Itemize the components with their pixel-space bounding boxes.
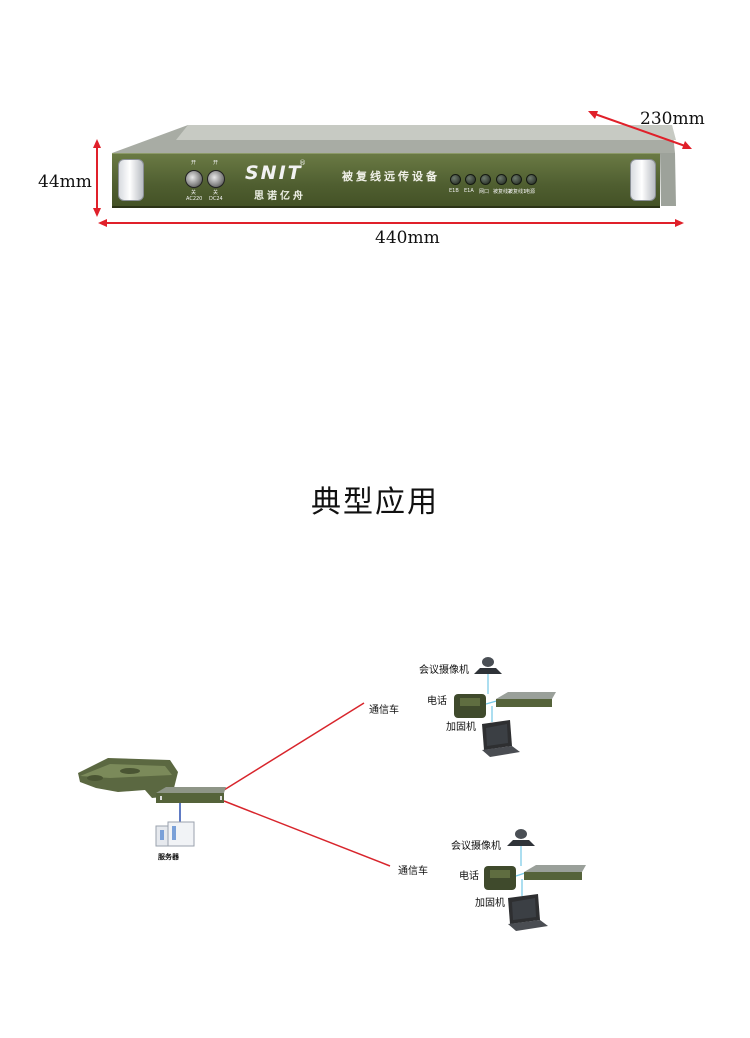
- width-label: 440mm: [375, 228, 440, 248]
- left-handle: [118, 159, 144, 201]
- dc24-switch[interactable]: [207, 170, 225, 188]
- led-line2: [496, 174, 507, 185]
- led-label-network: 网口: [479, 189, 490, 195]
- depth-label: 230mm: [640, 109, 705, 129]
- led-network: [480, 174, 491, 185]
- top-device-icon: [496, 692, 556, 699]
- laptop-icon: [482, 720, 520, 757]
- device-side: [660, 153, 676, 206]
- led-e1b: [450, 174, 461, 185]
- led-e1a: [465, 174, 476, 185]
- right-handle: [630, 159, 656, 201]
- switch2-off-label: 关: [213, 190, 219, 196]
- rack-device-icon: [156, 787, 226, 803]
- brand-cn: 思诺亿舟: [254, 191, 306, 202]
- led-label-line1: 被复线1: [508, 189, 527, 195]
- laptop-label-top: 加固机: [446, 722, 476, 733]
- laptop-icon: [508, 894, 548, 931]
- ac220-label: AC220: [186, 196, 203, 202]
- led-label-power: 电源: [525, 189, 536, 195]
- depth-arrow: [591, 112, 689, 148]
- camera-icon: [482, 657, 494, 667]
- section-title: 典型应用: [311, 485, 439, 520]
- trademark: ®: [299, 159, 306, 167]
- switch2-on-label: 开: [213, 160, 219, 166]
- phone-label-top: 电话: [427, 696, 447, 707]
- server-label: 服务器: [158, 853, 179, 861]
- front-panel: 开 关 AC220 开 关 DC24 SNIT ® 思诺亿舟 被复线远传设备 E…: [112, 153, 660, 208]
- led-line1: [511, 174, 522, 185]
- device-name: 被复线远传设备: [342, 170, 440, 183]
- server-icon: [155, 821, 195, 847]
- camera-icon: [515, 829, 527, 839]
- diagram-graphics: [78, 657, 586, 931]
- bottom-device-icon: [524, 865, 586, 872]
- dc24-label: DC24: [209, 196, 223, 202]
- led-power: [526, 174, 537, 185]
- link-bottom: [223, 800, 391, 867]
- vehicle-label-bottom: 通信车: [398, 866, 428, 877]
- led-label-e1b: E1B: [449, 188, 459, 194]
- ac220-switch[interactable]: [185, 170, 203, 188]
- led-label-e1a: E1A: [464, 188, 474, 194]
- shelter-icon: [78, 758, 178, 798]
- dimension-lines: [93, 111, 692, 227]
- camera-label-bottom: 会议摄像机: [451, 841, 501, 852]
- bottom-cluster: [484, 829, 586, 931]
- vehicle-label-top: 通信车: [369, 705, 399, 716]
- phone-label-bottom: 电话: [459, 871, 479, 882]
- switch1-off-label: 关: [191, 190, 197, 196]
- camera-label-top: 会议摄像机: [419, 665, 469, 676]
- height-label: 44mm: [38, 172, 92, 192]
- brand-logo: SNIT: [245, 162, 303, 184]
- laptop-label-bottom: 加固机: [475, 898, 505, 909]
- switch1-on-label: 开: [191, 160, 197, 166]
- link-top: [223, 702, 365, 791]
- led-label-line2: 被复线2: [493, 189, 512, 195]
- top-cluster: [454, 657, 556, 757]
